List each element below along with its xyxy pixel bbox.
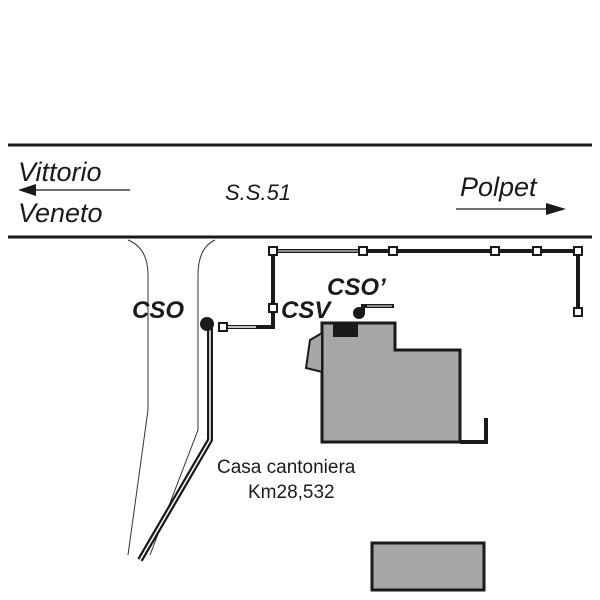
building-secondary — [370, 541, 486, 592]
building-label-line2: Km28,532 — [248, 482, 335, 503]
left-destination-line1: Vittorio — [18, 157, 102, 187]
building-casa-cantoniera — [304, 321, 488, 444]
cso-node — [200, 317, 214, 331]
label-csv: CSV — [281, 297, 332, 324]
label-cso: CSO — [132, 297, 184, 324]
manhole-markers — [218, 246, 583, 332]
sewer-pipe-main — [137, 328, 213, 562]
right-destination: Polpet — [460, 172, 538, 202]
side-road-left-edge — [127, 239, 149, 556]
building-label-line1: Casa cantoniera — [217, 457, 356, 478]
sewer-pipe-network — [222, 249, 580, 329]
side-road-right-edge — [149, 239, 216, 556]
left-destination-line2: Veneto — [18, 198, 103, 228]
arrow-right-icon — [456, 203, 566, 215]
road-name: S.S.51 — [225, 180, 291, 205]
label-cso-prime: CSO’ — [327, 274, 386, 301]
cso-prime-node — [353, 304, 394, 319]
arrow-left-icon — [18, 184, 130, 196]
